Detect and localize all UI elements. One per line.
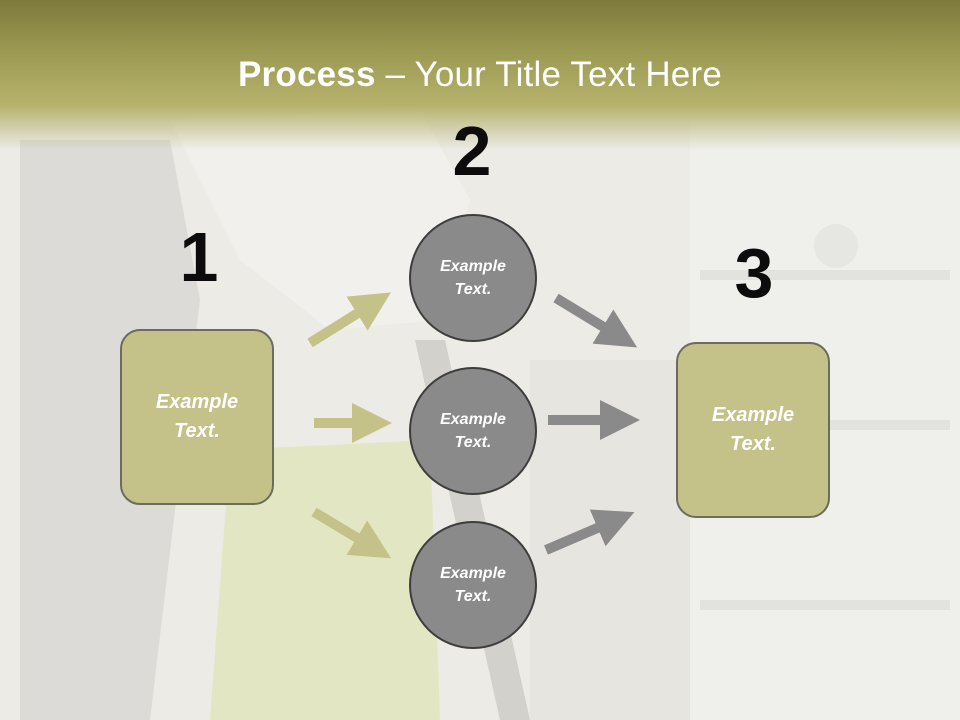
step-3-box[interactable]: Example Text.: [676, 342, 830, 518]
step-number-1: 1: [179, 218, 219, 296]
circle-bottom-text: Example Text.: [440, 565, 506, 605]
step-number-3: 3: [734, 234, 774, 312]
header-band: [0, 0, 960, 150]
step-number-2: 2: [452, 112, 492, 190]
circle-middle-text: Example Text.: [440, 411, 506, 451]
step-1-box-text: Example Text.: [155, 391, 239, 442]
arrow-left-down: [311, 507, 392, 559]
title-bold: Process: [238, 55, 376, 94]
arrow-right-down: [544, 509, 635, 555]
circle-bottom[interactable]: Example Text.: [409, 521, 537, 649]
step-1-box[interactable]: Example Text.: [120, 329, 274, 505]
circle-middle[interactable]: Example Text.: [409, 367, 537, 495]
arrow-left-up: [307, 292, 391, 348]
arrow-right-up: [553, 293, 638, 348]
circle-top-text: Example Text.: [440, 258, 506, 298]
circle-top[interactable]: Example Text.: [409, 214, 537, 342]
slide-title: Process – Your Title Text Here: [0, 54, 960, 96]
step-3-box-text: Example Text.: [711, 404, 795, 455]
title-rest: – Your Title Text Here: [375, 55, 722, 94]
